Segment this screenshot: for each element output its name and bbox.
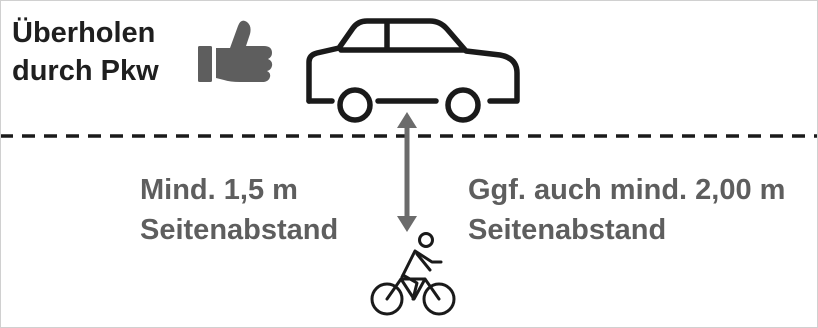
car-front-wheel: [337, 87, 373, 123]
cyclist-icon: [370, 232, 456, 316]
headline-line-1: Überholen: [12, 17, 156, 49]
extended-distance-caption: Seitenabstand: [468, 214, 667, 246]
car-rear-wheel: [445, 87, 481, 123]
overtaking-headline: Überholen durch Pkw: [12, 14, 192, 90]
bicycle-rear-wheel: [370, 282, 404, 316]
headline-line-2: durch Pkw: [12, 55, 159, 87]
cyclist-body: [400, 249, 443, 279]
extended-distance-label: Ggf. auch mind. 2,00 m Seitenabstand: [468, 170, 785, 250]
cyclist-arm: [415, 252, 432, 272]
thumbs-up-icon: [198, 20, 273, 83]
car-body: [306, 18, 520, 104]
car-icon: [306, 18, 520, 123]
double-arrow-icon: [397, 112, 417, 232]
min-distance-label: Mind. 1,5 m Seitenabstand: [140, 170, 338, 250]
min-distance-caption: Seitenabstand: [140, 214, 339, 246]
cyclist-head: [418, 232, 434, 248]
extended-distance-value: Ggf. auch mind. 2,00 m: [468, 174, 786, 206]
bicycle-front-wheel: [422, 282, 456, 316]
cyclist-leg: [401, 273, 419, 301]
min-distance-value: Mind. 1,5 m: [140, 174, 298, 206]
